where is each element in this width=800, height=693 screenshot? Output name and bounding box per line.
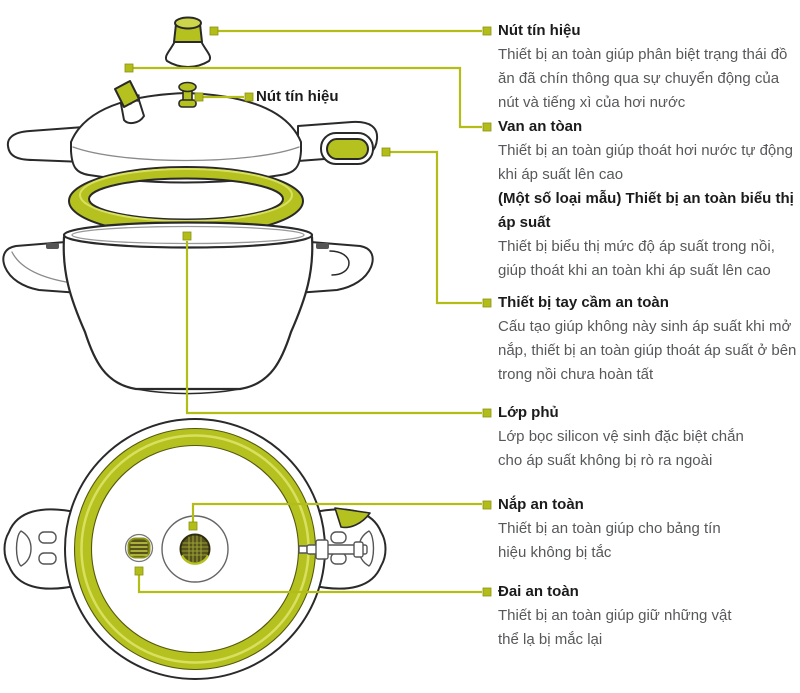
connector-markers (124, 26, 492, 597)
connector-safety-band (137, 575, 482, 594)
signal-pin-icon (178, 81, 197, 108)
label-title: Nút tín hiệu (498, 22, 581, 39)
safety-band-icon (124, 533, 154, 563)
connector-handle (390, 150, 482, 305)
top-view-left-handle (3, 508, 81, 590)
label-safety-handle: Thiết bị tay cầm an toàn Cấu tạo giúp kh… (498, 291, 798, 387)
label-coating: Lớp phủ Lớp bọc silicon vệ sinh đặc biệt… (498, 401, 798, 473)
label-signal-button: Nút tín hiệu Thiết bị an toàn giúp phân … (498, 19, 798, 115)
latch-slider-icon (298, 539, 368, 560)
pressure-valve-knob-icon (165, 16, 211, 68)
label-title: Lớp phủ (498, 404, 559, 421)
safety-cap-icon (179, 533, 211, 565)
connector-safety-valve (133, 66, 482, 129)
lid-top-view (3, 418, 387, 680)
inline-label-signal-button: Nút tín hiệu (256, 88, 339, 105)
side-view-exploded (2, 16, 379, 395)
lid-side-view (6, 80, 379, 184)
gasket-ring-side (68, 166, 304, 236)
pot-right-handle (295, 240, 374, 294)
handle-wedge (334, 507, 371, 529)
label-safety-valve: Van an tòan Thiết bị an toàn giúp thoát … (498, 115, 798, 283)
pot-left-handle (2, 240, 81, 294)
connector-coating (185, 241, 482, 415)
connector-safety-cap (191, 502, 482, 522)
label-safety-cap: Nắp an toàn Thiết bị an toàn giúp cho bả… (498, 493, 798, 565)
handle-lock-button (326, 138, 369, 160)
label-title: Đai an toàn (498, 583, 579, 600)
label-title: Thiết bị tay cầm an toàn (498, 294, 669, 311)
label-title: Van an tòan (498, 118, 583, 135)
label-title: Nắp an toàn (498, 496, 584, 513)
label-safety-band: Đai an toàn Thiết bị an toàn giúp giữ nh… (498, 580, 798, 652)
steam-release-lever-icon (114, 80, 145, 125)
lid-left-handle (6, 126, 85, 163)
connector-lines (133, 29, 482, 594)
